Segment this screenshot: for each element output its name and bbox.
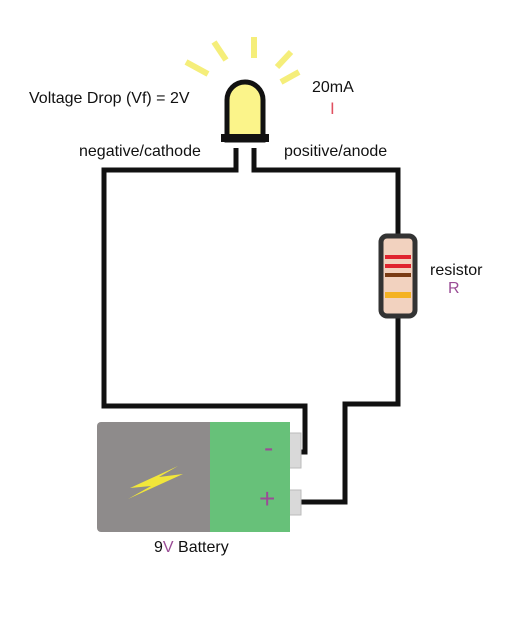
battery-minus-sign: - <box>264 432 274 463</box>
battery-label-text: Battery <box>173 539 229 556</box>
led-bulb <box>224 79 266 143</box>
battery <box>97 422 302 532</box>
wire-resistor-to-battery-positive <box>292 316 401 505</box>
anode-label: positive/anode <box>284 143 388 160</box>
cathode-label: negative/cathode <box>79 143 201 160</box>
current-symbol: I <box>330 99 335 118</box>
battery-terminal-positive <box>288 489 302 516</box>
battery-voltage-unit: V <box>162 539 174 556</box>
circuit-wires <box>101 148 401 505</box>
resistor-band-2 <box>385 264 411 268</box>
resistor-label: resistor <box>430 262 483 279</box>
resistor <box>378 233 418 319</box>
led-light-rays <box>184 37 301 85</box>
wire-anode-to-resistor <box>251 148 401 236</box>
battery-plus-sign: + <box>259 483 276 514</box>
current-label: 20mA <box>312 79 354 96</box>
resistor-band-3 <box>385 273 411 277</box>
battery-terminal-negative <box>288 432 302 469</box>
battery-label: 9V Battery <box>154 539 229 557</box>
led <box>221 79 269 143</box>
led-base <box>221 134 269 142</box>
battery-body-green <box>210 422 290 532</box>
battery-voltage-number: 9 <box>154 539 163 556</box>
lightning-bolt-icon <box>128 466 183 499</box>
resistor-band-1 <box>385 255 411 259</box>
wire-cathode-to-battery-negative <box>101 148 308 455</box>
resistor-band-4 <box>385 292 411 298</box>
voltage-drop-label: Voltage Drop (Vf) = 2V <box>29 90 190 107</box>
resistor-symbol: R <box>448 280 460 297</box>
